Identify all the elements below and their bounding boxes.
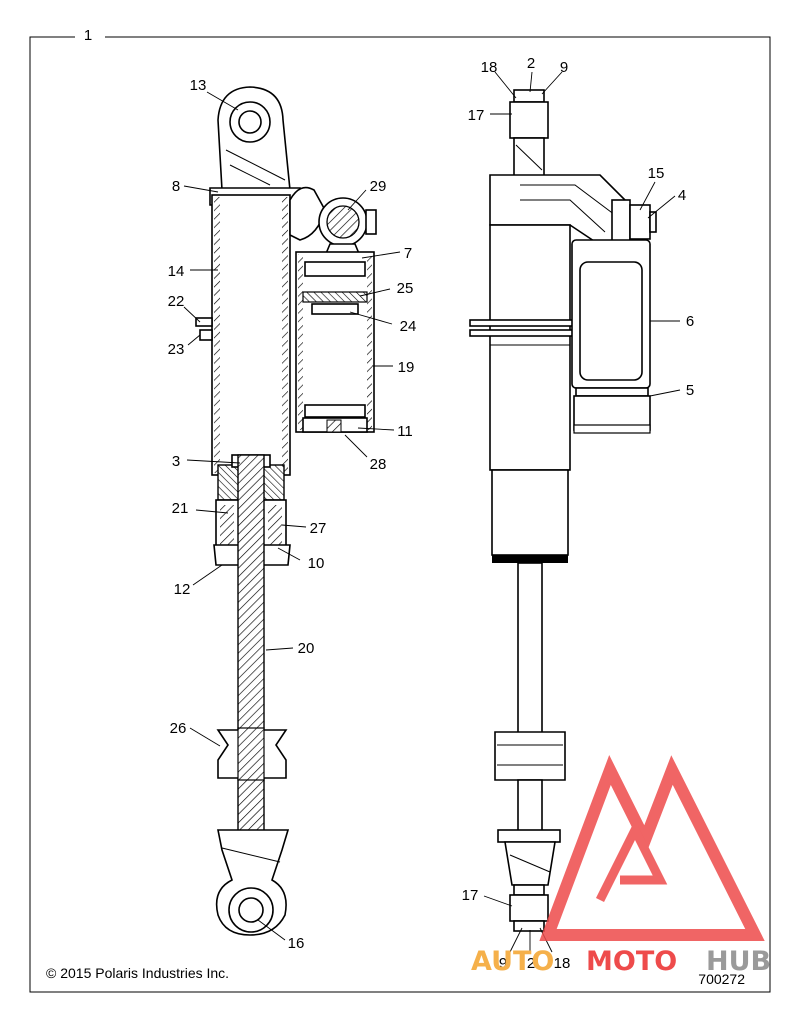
callout-2-top: 2 <box>527 55 535 72</box>
callout-26: 26 <box>170 720 187 737</box>
callout-18-top: 18 <box>481 59 498 76</box>
callout-2-bottom: 2 <box>527 955 535 972</box>
callout-24: 24 <box>400 318 417 335</box>
callout-8: 8 <box>172 178 180 195</box>
callout-29: 29 <box>370 178 387 195</box>
callout-9-top: 9 <box>560 59 568 76</box>
callout-labels: 13 8 14 22 23 29 7 25 24 19 11 28 3 21 2… <box>168 55 695 972</box>
callout-15: 15 <box>648 165 665 182</box>
frame-label: 1 <box>84 27 92 44</box>
callout-19: 19 <box>398 359 415 376</box>
automotohub-logo <box>539 755 765 941</box>
callout-3: 3 <box>172 453 180 470</box>
leader-lines <box>183 71 681 953</box>
callout-17-top: 17 <box>468 107 485 124</box>
callout-4: 4 <box>678 187 686 204</box>
callout-28: 28 <box>370 456 387 473</box>
callout-11: 11 <box>397 423 413 440</box>
callout-6: 6 <box>686 313 694 330</box>
callout-17-bottom: 17 <box>462 887 479 904</box>
callout-5: 5 <box>686 382 694 399</box>
exterior-shock <box>469 89 657 932</box>
callout-12: 12 <box>174 581 191 598</box>
callout-21: 21 <box>172 500 189 517</box>
callout-13: 13 <box>190 77 207 94</box>
callout-10: 10 <box>308 555 325 572</box>
wordmark-auto: AUTO <box>471 946 554 977</box>
callout-22: 22 <box>168 293 185 310</box>
cutaway-shock <box>195 86 377 936</box>
callout-18-bottom: 18 <box>554 955 571 972</box>
diagram-number: 700272 <box>698 971 745 987</box>
callout-23: 23 <box>168 341 185 358</box>
callout-25: 25 <box>397 280 414 297</box>
copyright-text: © 2015 Polaris Industries Inc. <box>46 965 229 981</box>
wordmark-moto: MOTO <box>586 946 677 977</box>
callout-14: 14 <box>168 263 185 280</box>
wordmark-hub: HUB <box>706 946 771 977</box>
callout-7: 7 <box>404 245 412 262</box>
diagram-frame <box>29 36 771 993</box>
callout-27: 27 <box>310 520 327 537</box>
callout-9-bottom: 9 <box>499 955 507 972</box>
callout-20: 20 <box>298 640 315 657</box>
callout-16: 16 <box>288 935 305 952</box>
automotohub-wordmark: AUTO MOTO HUB <box>471 946 771 977</box>
